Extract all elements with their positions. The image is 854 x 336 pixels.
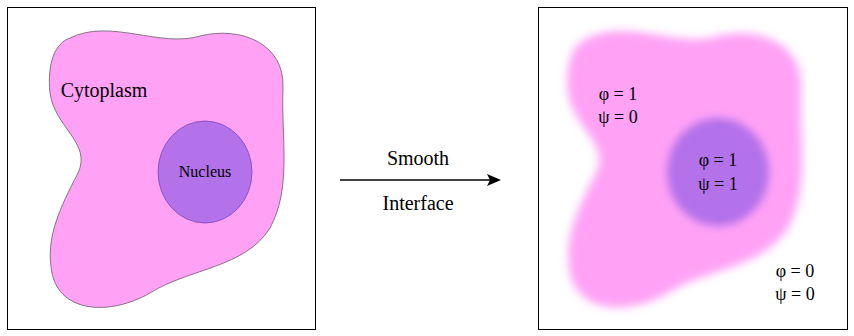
nucleus-region: Nucleus <box>157 120 253 224</box>
transition-label: Interface <box>382 192 453 214</box>
nucleus-region-fill <box>158 121 252 223</box>
region-label: ψ = 0 <box>598 108 637 128</box>
panel-frame <box>539 8 848 330</box>
smooth-nucleus-region: φ = 1 ψ = 1 <box>666 117 770 227</box>
nucleus-label: Nucleus <box>179 163 231 181</box>
cytoplasm-region: CytoplasmNucleus <box>40 20 296 316</box>
nucleus-label: ψ = 1 <box>698 175 737 195</box>
field-value: ψ = 0 <box>775 285 814 305</box>
panel-frame <box>8 8 316 330</box>
arrow-head <box>487 174 501 186</box>
transition-arrow <box>340 179 492 181</box>
region-label: φ = 1 <box>599 85 638 105</box>
field-value: φ = 0 <box>776 262 815 282</box>
smooth-cytoplasm-region-fill <box>567 31 802 307</box>
smooth-cytoplasm-region: φ = 1 ψ = 0 φ = 1 ψ = 1 <box>558 20 814 316</box>
smooth-nucleus-region-fill <box>667 118 769 226</box>
transition-label: Smooth <box>387 147 449 169</box>
nucleus-label: φ = 1 <box>699 151 738 171</box>
cytoplasm-region-fill <box>49 31 284 307</box>
region-label: Cytoplasm <box>61 79 148 101</box>
smooth-nucleus-region-outline <box>666 117 770 227</box>
